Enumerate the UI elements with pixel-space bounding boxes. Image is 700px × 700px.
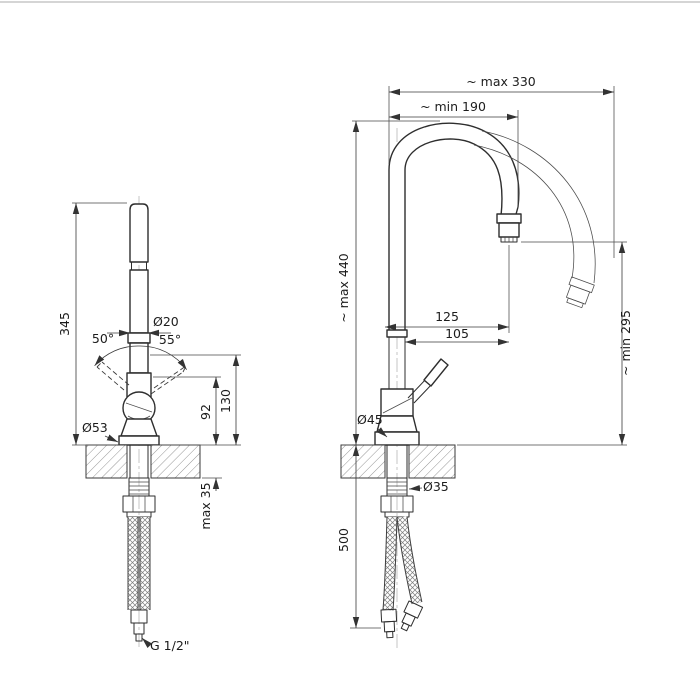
dim-base-diameter-label: Ø53 [82, 420, 108, 435]
dim-total-height-label: 345 [57, 312, 72, 336]
supply-hoses [127, 517, 151, 610]
hose-connector [400, 600, 424, 632]
dim-reach-lower-label: 105 [445, 326, 469, 341]
dim-spout-diameter-label: Ø20 [153, 314, 179, 329]
right-view-faucet [340, 122, 596, 648]
handle-swing-left [96, 361, 130, 391]
dim-reach-max-label: ~ max 330 [466, 74, 536, 89]
handle-swing-right [150, 365, 187, 395]
countertop-right-section [150, 444, 201, 479]
dim-body-diameter-label: Ø45 [357, 412, 383, 427]
countertop-left-section [340, 444, 386, 479]
dim-lever-height-label: 92 [198, 404, 213, 420]
supply-hoses [382, 516, 423, 611]
lever-handle [407, 358, 449, 404]
dim-reach-min-label: ~ min 190 [420, 99, 486, 114]
left-view-faucet [85, 196, 201, 648]
dim-hose-length-label: 500 [336, 528, 351, 552]
dim-thread-size-label: G 1/2" [150, 638, 190, 653]
dim-height-min-label: ~ min 295 [618, 310, 633, 376]
countertop-right-section [408, 444, 456, 479]
spout-head [496, 213, 522, 243]
countertop-left-section [85, 444, 128, 479]
dim-handle-height-label: 130 [218, 389, 233, 413]
left-view-dimensions: 345 Ø20 50° 55° 92 130 Ø53 max 35 G 1/2" [57, 202, 241, 653]
dim-angle-left-label: 50° [92, 331, 114, 346]
dim-reach-upper-label: 125 [435, 309, 459, 324]
dim-counter-thickness-label: max 35 [198, 482, 213, 529]
right-view-dimensions: ~ max 330 ~ min 190 ~ max 440 125 105 ~ … [336, 74, 633, 629]
spout-lowered-position [473, 130, 596, 309]
hose-connector [380, 608, 398, 639]
dim-angle-right-label: 55° [159, 332, 181, 347]
dim-height-max-label: ~ max 440 [336, 253, 351, 323]
dim-shank-diameter-label: Ø35 [423, 479, 449, 494]
